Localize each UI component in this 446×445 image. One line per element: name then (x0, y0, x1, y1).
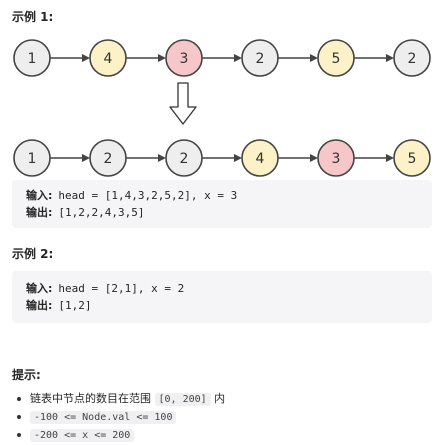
after-node-circle (241, 139, 279, 177)
after-arrowhead-icon (234, 154, 242, 162)
after-node-circle (165, 139, 203, 177)
after-node-value: 4 (256, 151, 265, 167)
hint-item: -200 <= x <= 200 (16, 426, 225, 444)
after-node-value: 2 (180, 151, 189, 167)
hint-item: 链表中节点的数目在范围 [0, 200] 内 (16, 390, 225, 408)
after-node-value: 5 (408, 151, 417, 167)
before-node-circle (241, 39, 279, 77)
before-node-circle (393, 39, 431, 77)
before-arrowhead-icon (82, 54, 90, 62)
input-label: 输入: (26, 189, 53, 202)
output-label: 输出: (26, 206, 53, 219)
hint-item: -100 <= Node.val <= 100 (16, 408, 225, 426)
output-value: [1,2] (58, 299, 92, 312)
before-node-value: 2 (256, 51, 265, 67)
before-node-value: 1 (28, 51, 37, 67)
example2-codebox: 输入: head = [2,1], x = 2 输出: [1,2] (12, 271, 432, 323)
linked-list-before: 1 4 3 2 5 2 (13, 39, 431, 77)
before-node-circle (89, 39, 127, 77)
before-node-value: 3 (180, 51, 189, 67)
before-arrowhead-icon (310, 54, 318, 62)
before-node-value: 4 (104, 51, 113, 67)
before-node-value: 5 (332, 51, 341, 67)
after-node-circle (13, 139, 51, 177)
down-arrow-icon (169, 82, 197, 125)
after-arrowhead-icon (158, 154, 166, 162)
after-node-circle (393, 139, 431, 177)
before-node-value: 2 (408, 51, 417, 67)
example1-title: 示例 1: (12, 10, 54, 24)
output-value: [1,2,2,4,3,5] (58, 206, 145, 219)
before-arrowhead-icon (158, 54, 166, 62)
input-value: head = [2,1], x = 2 (58, 282, 185, 295)
after-node-value: 1 (28, 151, 37, 167)
after-node-circle (89, 139, 127, 177)
linked-list-after: 1 2 2 4 3 5 (13, 139, 431, 177)
before-node-circle (13, 39, 51, 77)
after-node-circle (317, 139, 355, 177)
after-arrowhead-icon (386, 154, 394, 162)
example2-title: 示例 2: (12, 247, 54, 261)
input-value: head = [1,4,3,2,5,2], x = 3 (58, 189, 238, 202)
input-label: 输入: (26, 282, 53, 295)
before-node-circle (317, 39, 355, 77)
before-node-circle (165, 39, 203, 77)
output-label: 输出: (26, 299, 53, 312)
example1-codebox: 输入: head = [1,4,3,2,5,2], x = 3 输出: [1,2,2… (12, 180, 432, 228)
after-node-value: 3 (332, 151, 341, 167)
before-arrowhead-icon (234, 54, 242, 62)
hints-title: 提示: (12, 368, 41, 382)
after-node-value: 2 (104, 151, 113, 167)
hints-list: 链表中节点的数目在范围 [0, 200] 内 -100 <= Node.val … (16, 390, 225, 444)
after-arrowhead-icon (310, 154, 318, 162)
before-arrowhead-icon (386, 54, 394, 62)
after-arrowhead-icon (82, 154, 90, 162)
